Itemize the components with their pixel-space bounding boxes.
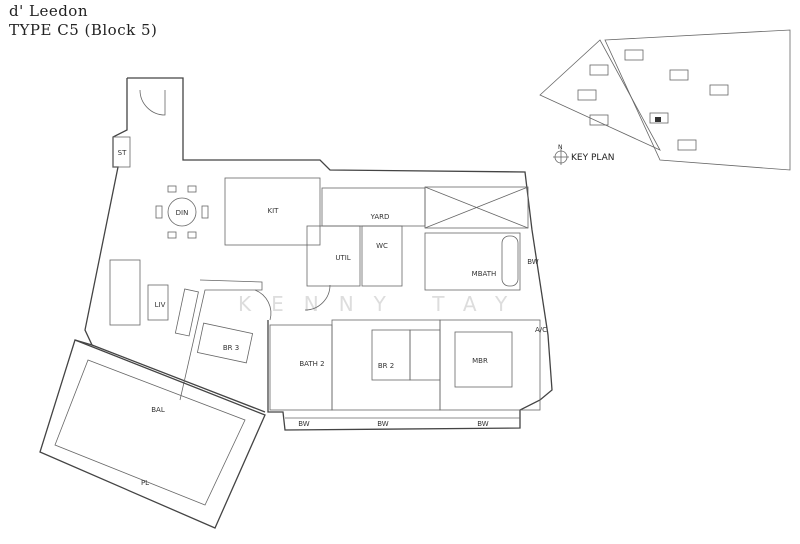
label-kit: KIT — [268, 207, 280, 215]
label-bw-2: BW — [298, 420, 310, 428]
label-mbath: MBATH — [472, 270, 497, 278]
project-name: d' Leedon — [9, 2, 89, 20]
living-furniture — [109, 259, 254, 364]
watermark: KENNY TAY — [238, 292, 527, 316]
entry-door — [112, 89, 166, 168]
bed-br3 — [196, 322, 254, 364]
svg-text:KENNY TAY: KENNY TAY — [238, 292, 527, 316]
label-br3: BR 3 — [223, 344, 239, 352]
label-util: UTIL — [335, 254, 350, 262]
dining-set — [155, 185, 209, 239]
bed-mbr — [454, 331, 513, 388]
outer-walls — [74, 77, 553, 431]
room-labels: ST DIN KIT YARD UTIL WC MBATH LIV BR 3 B… — [118, 149, 547, 487]
label-st: ST — [118, 149, 127, 157]
key-plan-label: KEY PLAN — [571, 153, 614, 163]
void-area — [424, 186, 529, 229]
key-plan-buildings — [577, 49, 729, 151]
label-bw-1: BW — [527, 258, 539, 266]
balcony — [39, 339, 266, 529]
bed-br2 — [371, 329, 411, 381]
bathtub — [501, 235, 519, 287]
key-plan: N KEY PLAN — [539, 29, 791, 171]
label-wc: WC — [376, 242, 388, 250]
interior-walls — [179, 177, 541, 419]
label-yard: YARD — [370, 213, 390, 221]
label-br2: BR 2 — [378, 362, 394, 370]
unit-location-marker — [655, 117, 661, 122]
north-arrow-icon: N — [553, 144, 569, 165]
label-din: DIN — [176, 209, 189, 217]
svg-text:N: N — [558, 144, 563, 151]
store-room — [112, 136, 131, 168]
label-bw-3: BW — [377, 420, 389, 428]
label-mbr: MBR — [472, 357, 488, 365]
bed-br2b — [409, 329, 441, 381]
unit-type: TYPE C5 (Block 5) — [9, 21, 158, 39]
label-bath2: BATH 2 — [299, 360, 324, 368]
label-pl: PL — [141, 479, 149, 487]
label-liv: LIV — [155, 301, 166, 309]
label-bal: BAL — [151, 406, 165, 414]
label-ac: A/C — [535, 326, 547, 334]
label-bw-4: BW — [477, 420, 489, 428]
